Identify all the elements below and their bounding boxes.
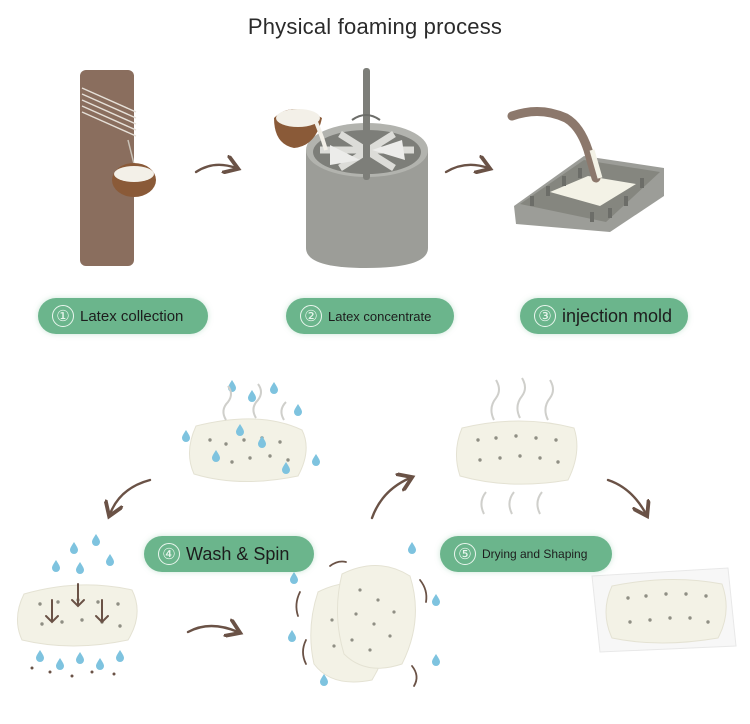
flow-arrow-icon: [444, 165, 488, 172]
dirt-specks: [30, 666, 116, 678]
packaged-pad-icon: [591, 567, 737, 653]
steam-icon: [480, 377, 554, 515]
step-5-drying-shaping: ⑤ Drying and Shaping: [440, 536, 612, 572]
coconut-cup-icon: [274, 109, 328, 151]
step-label: Drying and Shaping: [482, 547, 588, 561]
foam-pad-icon: [456, 420, 578, 485]
diagram-title: Physical foaming process: [247, 14, 503, 39]
injection-mold-icon: [507, 107, 664, 232]
step-number: ②: [300, 305, 322, 327]
step-label: Wash & Spin: [186, 543, 290, 564]
step-label: injection mold: [562, 305, 673, 326]
step-4-wash-spin: ④ Wash & Spin: [144, 536, 314, 572]
flow-arrow-icon: [110, 478, 152, 514]
foam-pad-icon: [17, 583, 138, 647]
step-2-latex-concentrate: ② Latex concentrate: [286, 298, 454, 334]
step-number: ④: [158, 543, 180, 565]
step-number: ①: [52, 305, 74, 327]
flow-arrow-icon: [370, 478, 410, 520]
step-label: Latex collection: [80, 307, 184, 325]
spin-motion-lines: [295, 560, 428, 687]
coconut-cup-icon: [112, 163, 156, 197]
step-number: ⑤: [454, 543, 476, 565]
step-1-latex-collection: ① Latex collection: [38, 298, 208, 334]
rubber-tree-icon: [80, 70, 137, 266]
flow-arrow-icon: [186, 626, 238, 632]
foam-pad-icon: [310, 565, 416, 683]
step-3-injection-mold: ③ injection mold: [520, 298, 688, 334]
mixer-tank-icon: [306, 68, 428, 268]
steam-icon: [222, 383, 287, 421]
step-number: ③: [534, 305, 556, 327]
flow-arrow-icon: [194, 165, 236, 172]
flow-arrow-icon: [606, 478, 646, 514]
step-label: Latex concentrate: [328, 308, 432, 324]
